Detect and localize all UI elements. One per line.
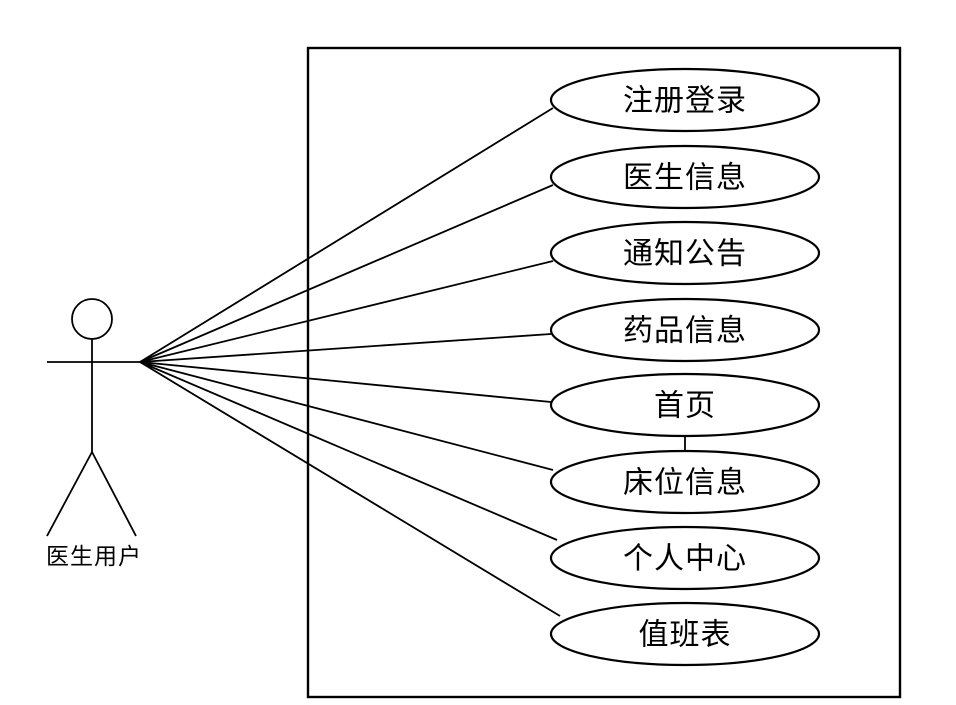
system-boundary-rect xyxy=(306,46,902,699)
association-line-personal-center xyxy=(139,361,558,541)
use-case-label-doctor-info: 医生信息 xyxy=(623,161,747,196)
use-case-group-personal-center[interactable]: 个人中心 xyxy=(549,525,821,591)
use-case-group-duty-roster[interactable]: 值班表 xyxy=(549,601,821,667)
association-line-doctor-info xyxy=(139,184,554,363)
use-case-group-bed-info[interactable]: 床位信息 xyxy=(549,449,821,515)
actor-doctor-user[interactable]: 医生用户 xyxy=(46,298,142,570)
association-line-bed-info xyxy=(139,361,554,471)
use-case-ellipse-home-page[interactable] xyxy=(549,372,821,438)
use-case-ellipse-duty-roster[interactable] xyxy=(549,601,821,667)
use-case-group-home-page[interactable]: 首页 xyxy=(549,372,821,438)
actor-head-icon xyxy=(71,298,113,340)
association-line-register-login xyxy=(139,107,554,363)
association-line-notice-board xyxy=(139,260,554,363)
use-case-ellipse-personal-center[interactable] xyxy=(549,525,821,591)
use-case-label-home-page: 首页 xyxy=(654,389,716,424)
use-case-ellipse-notice-board[interactable] xyxy=(549,220,821,286)
actor-label: 医生用户 xyxy=(46,544,142,570)
use-case-label-duty-roster: 值班表 xyxy=(639,618,732,653)
association-line-home-page xyxy=(139,361,552,403)
use-case-group-register-login[interactable]: 注册登录 xyxy=(549,67,821,133)
association-line-drug-info xyxy=(139,333,552,363)
use-case-label-bed-info: 床位信息 xyxy=(623,466,747,501)
use-case-label-personal-center: 个人中心 xyxy=(623,542,747,577)
use-case-label-register-login: 注册登录 xyxy=(623,84,747,119)
use-case-label-notice-board: 通知公告 xyxy=(623,237,747,272)
use-case-ellipse-bed-info[interactable] xyxy=(549,449,821,515)
use-case-group-drug-info[interactable]: 药品信息 xyxy=(549,297,821,363)
use-case-group-notice-board[interactable]: 通知公告 xyxy=(549,220,821,286)
use-case-ellipse-register-login[interactable] xyxy=(549,67,821,133)
use-case-ellipse-doctor-info[interactable] xyxy=(549,144,821,210)
association-lines xyxy=(139,107,561,617)
association-line-duty-roster xyxy=(139,361,561,617)
actor-leg-right-line xyxy=(91,451,137,537)
use-case-ellipse-drug-info[interactable] xyxy=(549,297,821,363)
use-case-label-drug-info: 药品信息 xyxy=(623,314,747,349)
actor-leg-left-line xyxy=(46,451,93,537)
use-case-group-doctor-info[interactable]: 医生信息 xyxy=(549,144,821,210)
